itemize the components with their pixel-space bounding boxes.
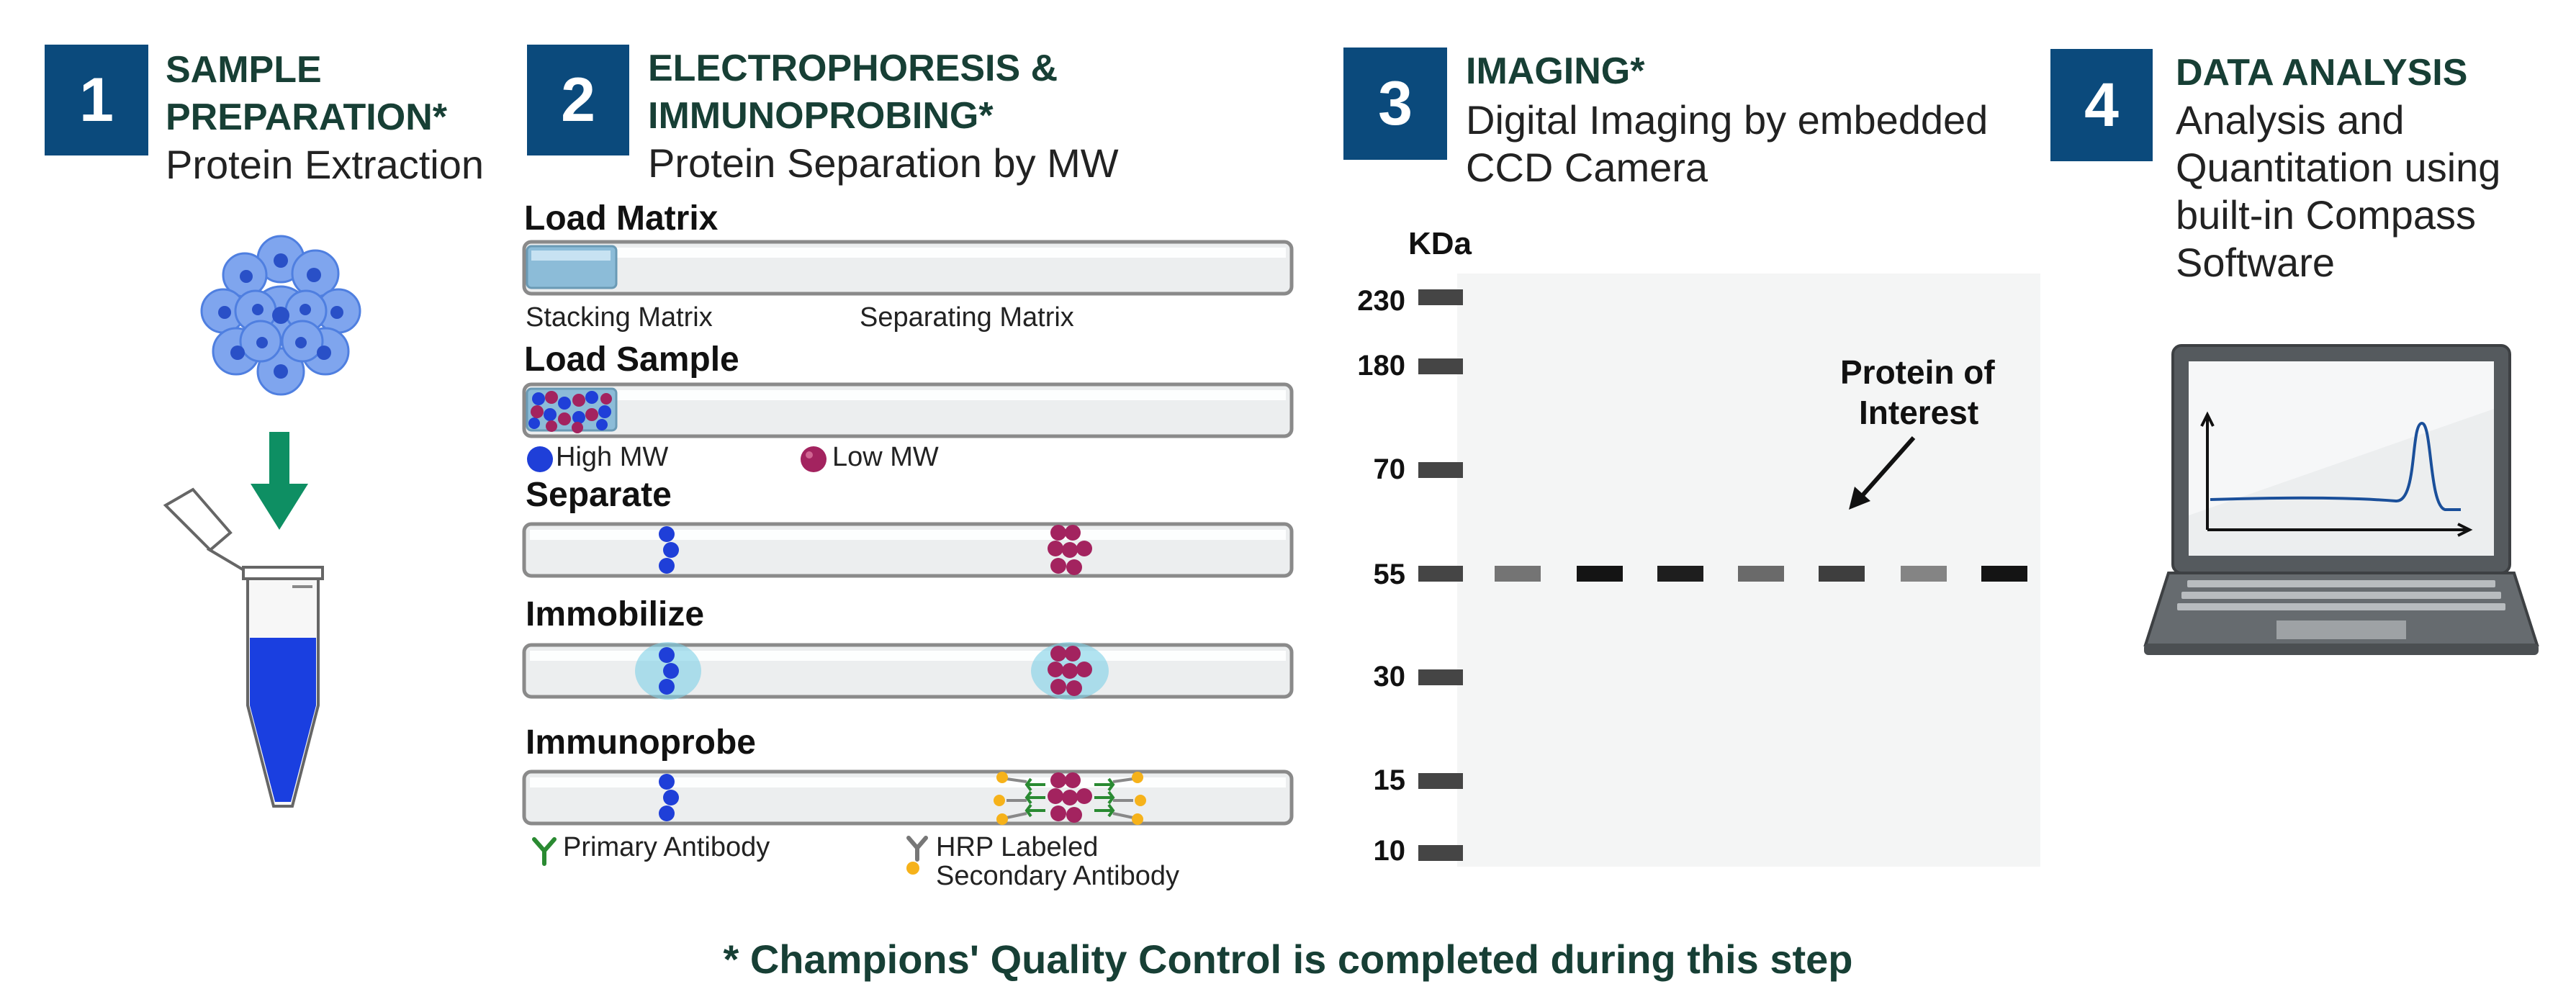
low-mw-legend-label: Low MW: [832, 442, 939, 472]
secondary-antibody-label-line1: HRP Labeled: [936, 832, 1099, 862]
row-separate-label: Separate: [526, 476, 672, 514]
primary-antibody-icon: [532, 837, 557, 866]
protein-annotation-line2: Interest: [1859, 394, 1979, 431]
ladder-label-180: 180: [1357, 350, 1405, 382]
high-mw-legend-label: High MW: [556, 442, 669, 472]
ladder-label-10: 10: [1373, 835, 1406, 867]
ladder-band-55: [1418, 566, 1463, 582]
sample-band-3: [1657, 566, 1703, 582]
capillary-load-sample: [522, 382, 1294, 438]
ladder-label-15: 15: [1373, 764, 1406, 796]
step-4-badge: 4: [2050, 49, 2153, 161]
step-1-subtitle: Protein Extraction: [166, 142, 484, 187]
ladder-band-30: [1418, 669, 1463, 685]
protein-annotation-line1: Protein of: [1840, 353, 1995, 391]
ladder-band-15: [1418, 773, 1463, 789]
step-3-badge: 3: [1343, 48, 1447, 160]
secondary-antibody-icon: [906, 836, 928, 875]
sample-band-4: [1738, 566, 1784, 582]
step-1-title: SAMPLE PREPARATION*: [166, 49, 447, 138]
sample-band-6: [1901, 566, 1947, 582]
step-2-title: ELECTROPHORESIS & IMMUNOPROBING*: [648, 48, 1058, 137]
sample-band-5: [1819, 566, 1865, 582]
laptop-icon: [2143, 344, 2539, 655]
step-2-badge: 2: [527, 45, 629, 155]
sample-band-7: [1981, 566, 2027, 582]
down-arrow-icon: [251, 432, 308, 530]
step-3-title: IMAGING*: [1466, 50, 1645, 92]
separating-matrix-label: Separating Matrix: [860, 302, 1074, 333]
low-mw-legend-icon: [801, 446, 827, 472]
row-immobilize-label: Immobilize: [526, 595, 705, 633]
sample-band-2: [1577, 566, 1623, 582]
capillary-separate: [522, 522, 1294, 578]
sample-band-1: [1495, 566, 1541, 582]
secondary-antibody-label-line2: Secondary Antibody: [936, 861, 1180, 891]
row-load-matrix-label: Load Matrix: [524, 199, 719, 238]
ladder-band-70: [1418, 462, 1463, 478]
step-4-subtitle: Analysis and Quantitation using built-in…: [2176, 97, 2501, 285]
step-1-badge: 1: [45, 45, 148, 155]
capillary-load-matrix: [522, 240, 1294, 296]
ladder-band-230: [1418, 289, 1463, 305]
annotation-arrow-icon: [1849, 436, 1916, 510]
row-immunoprobe-label: Immunoprobe: [526, 723, 756, 762]
high-mw-legend-icon: [527, 446, 553, 472]
kda-unit-label: KDa: [1408, 226, 1472, 261]
cell-cluster-icon: [200, 235, 361, 396]
capillary-immunoprobe: [522, 769, 1294, 826]
ladder-label-70: 70: [1373, 453, 1406, 485]
step-2-subtitle: Protein Separation by MW: [648, 140, 1119, 186]
ladder-label-30: 30: [1373, 661, 1406, 692]
stacking-matrix-label: Stacking Matrix: [526, 302, 713, 333]
row-load-sample-label: Load Sample: [524, 340, 739, 379]
ladder-label-230: 230: [1357, 285, 1405, 317]
ladder-label-55: 55: [1373, 559, 1406, 590]
primary-antibody-label: Primary Antibody: [563, 832, 770, 862]
tube-icon: [163, 487, 324, 808]
ladder-band-180: [1418, 358, 1463, 374]
quality-control-footnote: * Champions' Quality Control is complete…: [723, 936, 1853, 982]
capillary-immobilize: [522, 642, 1294, 700]
ladder-band-10: [1418, 845, 1463, 861]
step-4-title: DATA ANALYSIS: [2176, 52, 2468, 94]
step-3-subtitle: Digital Imaging by embedded CCD Camera: [1466, 97, 1989, 190]
